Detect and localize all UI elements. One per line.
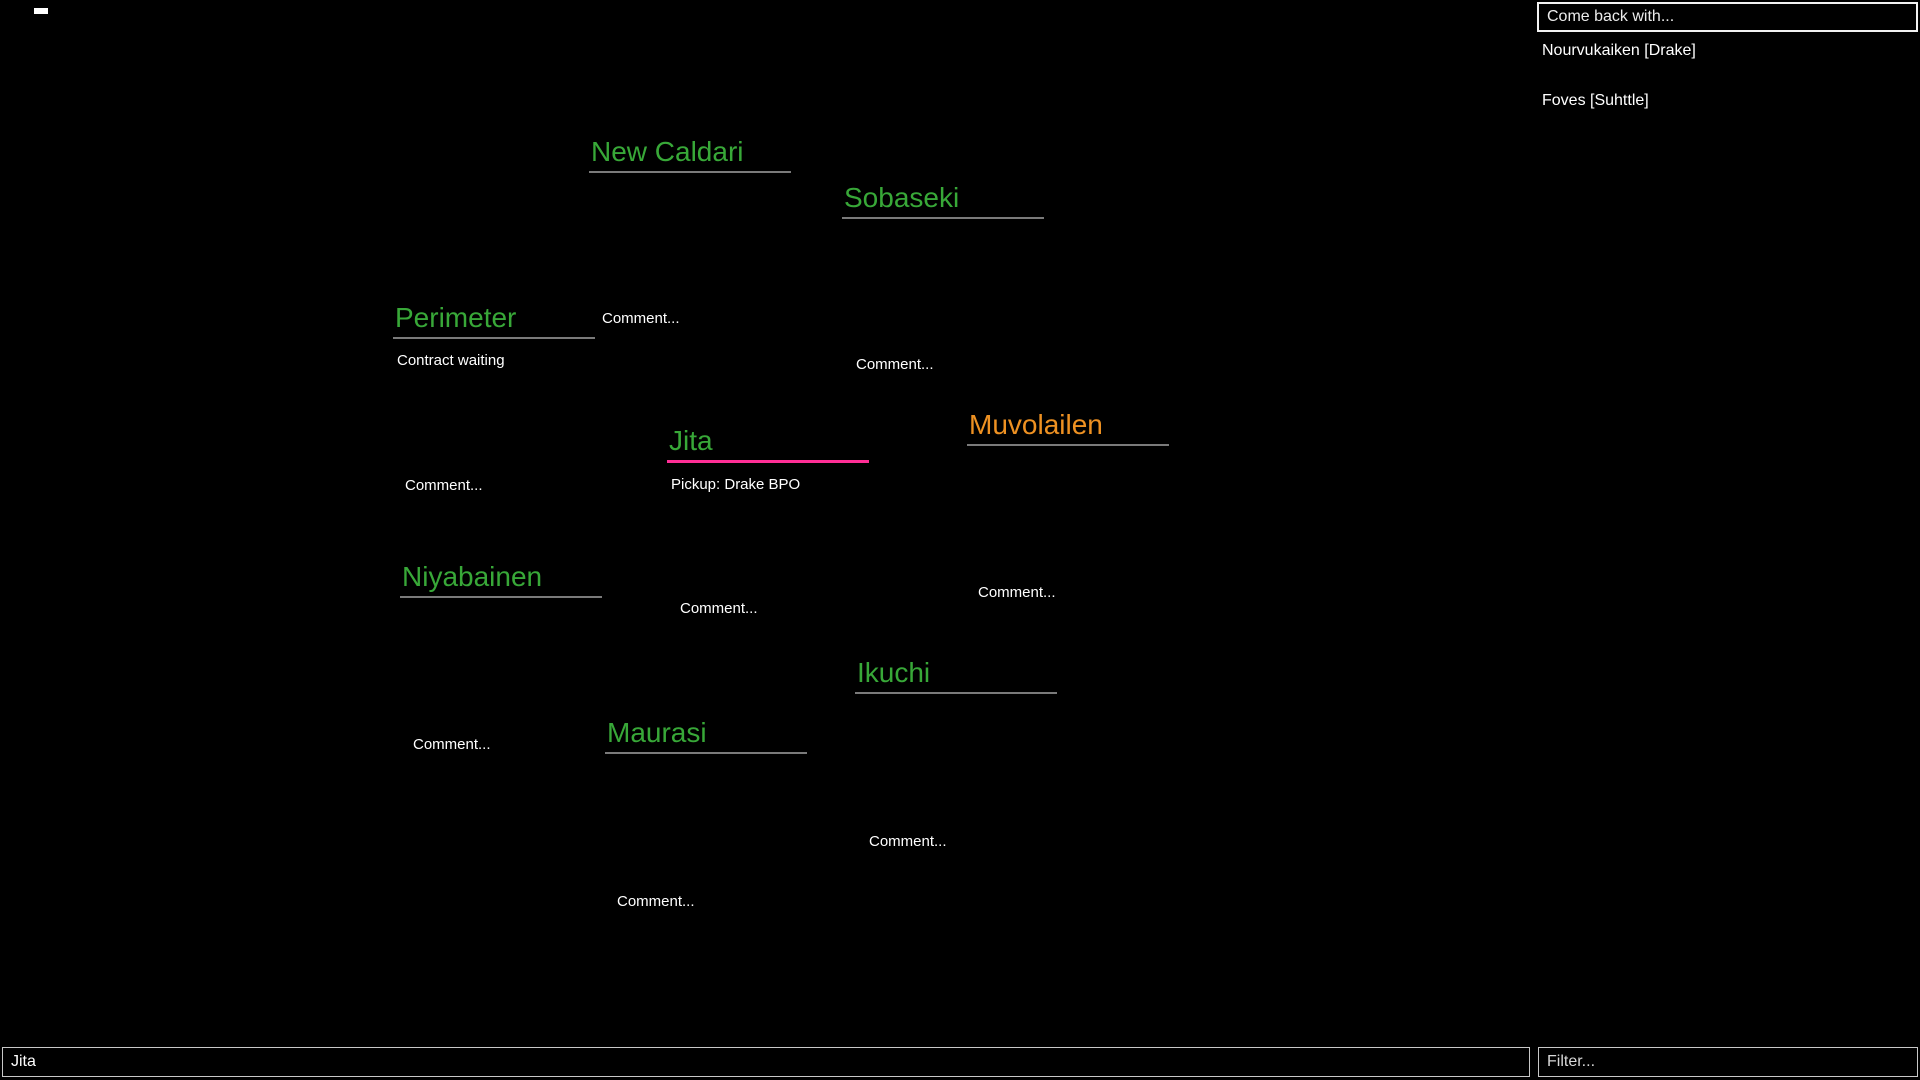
system-underline: [967, 444, 1169, 446]
system-note[interactable]: Contract waiting: [397, 352, 505, 369]
system-note[interactable]: Pickup: Drake BPO: [671, 476, 801, 493]
system-node-new-caldari[interactable]: New Caldari: [589, 135, 791, 173]
comment-placeholder[interactable]: Comment...: [413, 736, 491, 753]
come-back-input[interactable]: [1537, 2, 1918, 32]
comment-placeholder[interactable]: Comment...: [405, 477, 483, 494]
system-name[interactable]: Sobaseki: [844, 182, 960, 213]
come-back-item[interactable]: Foves [Suhttle]: [1542, 92, 1649, 109]
system-name[interactable]: New Caldari: [591, 136, 744, 167]
system-underline: [393, 337, 595, 339]
system-name[interactable]: Jita: [669, 425, 713, 456]
system-node-muvolailen[interactable]: Muvolailen: [967, 408, 1169, 446]
come-back-item[interactable]: Nourvukaiken [Drake]: [1542, 42, 1696, 59]
system-node-niyabainen[interactable]: Niyabainen: [400, 560, 602, 598]
system-underline: [400, 596, 602, 598]
system-node-sobaseki[interactable]: Sobaseki: [842, 181, 1044, 219]
system-underline: [667, 460, 869, 463]
filter-input[interactable]: [1538, 1047, 1918, 1077]
comment-placeholder[interactable]: Comment...: [856, 356, 934, 373]
system-underline: [842, 217, 1044, 219]
system-node-ikuchi[interactable]: Ikuchi: [855, 656, 1057, 694]
system-name[interactable]: Ikuchi: [857, 657, 931, 688]
system-underline: [605, 752, 807, 754]
comment-placeholder[interactable]: Comment...: [617, 893, 695, 910]
system-node-maurasi[interactable]: Maurasi: [605, 716, 807, 754]
system-name[interactable]: Perimeter: [395, 302, 517, 333]
comment-placeholder[interactable]: Comment...: [680, 600, 758, 617]
current-system-input[interactable]: [2, 1047, 1530, 1077]
comment-placeholder[interactable]: Comment...: [602, 310, 680, 327]
system-name[interactable]: Muvolailen: [969, 409, 1103, 440]
system-name[interactable]: Maurasi: [607, 717, 707, 748]
comment-placeholder[interactable]: Comment...: [869, 833, 947, 850]
app-mark: [34, 8, 48, 14]
system-underline: [589, 171, 791, 173]
system-underline: [855, 692, 1057, 694]
comment-placeholder[interactable]: Comment...: [978, 584, 1056, 601]
system-name[interactable]: Niyabainen: [402, 561, 543, 592]
